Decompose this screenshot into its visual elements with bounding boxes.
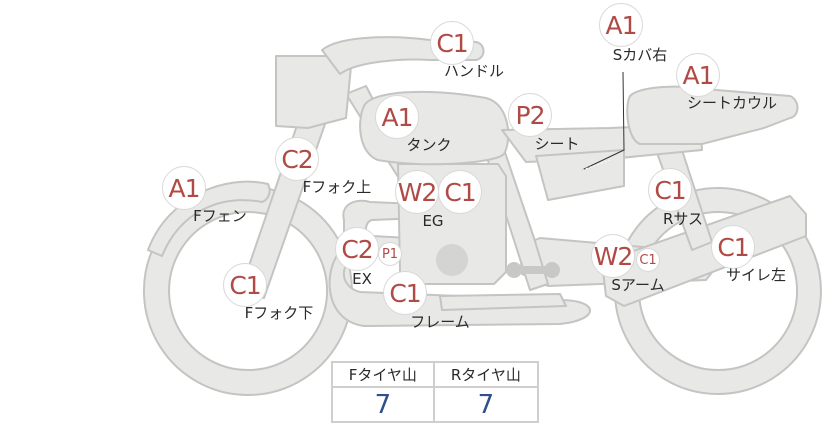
front-tire-value: 7 [331,386,435,423]
label-front-fork-upper: Fフォク上 [302,178,372,196]
grade-badge-front-fork-lower: C1 [223,263,267,307]
label-frame: フレーム [410,313,470,331]
label-handle: ハンドル [443,62,505,80]
grade-badge-exhaust-2: P1 [378,242,402,266]
grade-badge-silencer-left: C1 [711,225,755,269]
engine-cover-circle [436,244,468,276]
leader-dash [581,159,611,171]
label-rear-suspension: Rサス [662,210,704,228]
tire-tread-value-row: 7 7 [331,386,540,423]
grade-badge-exhaust: C2 [335,227,379,271]
label-seat-cowl: シートカウル [686,94,778,112]
grade-badge-seat-cowl: A1 [676,53,720,97]
label-exhaust: EX [352,270,372,288]
rear-tire-header: Rタイヤ山 [432,361,540,388]
grade-badge-frame: C1 [383,271,427,315]
grade-badge-tank: A1 [375,95,419,139]
frame-lower [439,293,567,311]
label-seat: シート [534,135,580,153]
grade-badge-swing-arm: W2 [591,234,635,278]
leader-line [581,71,625,171]
rear-tire-value: 7 [432,386,540,423]
label-cover-right: Sカバ右 [612,46,668,64]
silencer-shape [601,195,807,307]
grade-badge-seat: P2 [508,93,552,137]
grade-badge-front-fork-upper: C2 [275,137,319,181]
grade-badge-cover-right: A1 [599,3,643,47]
grade-badge-engine: W2 [395,170,439,214]
seat-cowl-shape [626,85,799,145]
label-swing-arm: Sアーム [611,276,665,294]
label-tank: タンク [406,136,452,154]
grade-badge-front-fender: A1 [162,166,206,210]
footpeg-shape [506,262,560,278]
grade-badge-handle: C1 [430,21,474,65]
grade-badge-engine-2: C1 [438,170,482,214]
front-tire-header: Fタイヤ山 [331,361,435,388]
label-engine: EG [422,212,444,230]
grade-badge-swing-arm-2: C1 [636,248,660,272]
label-front-fender: Fフェン [193,207,247,225]
side-cover-shape [535,149,625,201]
tire-tread-table: Fタイヤ山 Rタイヤ山 7 7 [331,361,540,423]
label-silencer-left: サイレ左 [725,266,787,284]
grade-badge-rear-suspension: C1 [648,168,692,212]
label-front-fork-lower: Fフォク下 [244,304,314,322]
tire-tread-header-row: Fタイヤ山 Rタイヤ山 [331,361,540,388]
